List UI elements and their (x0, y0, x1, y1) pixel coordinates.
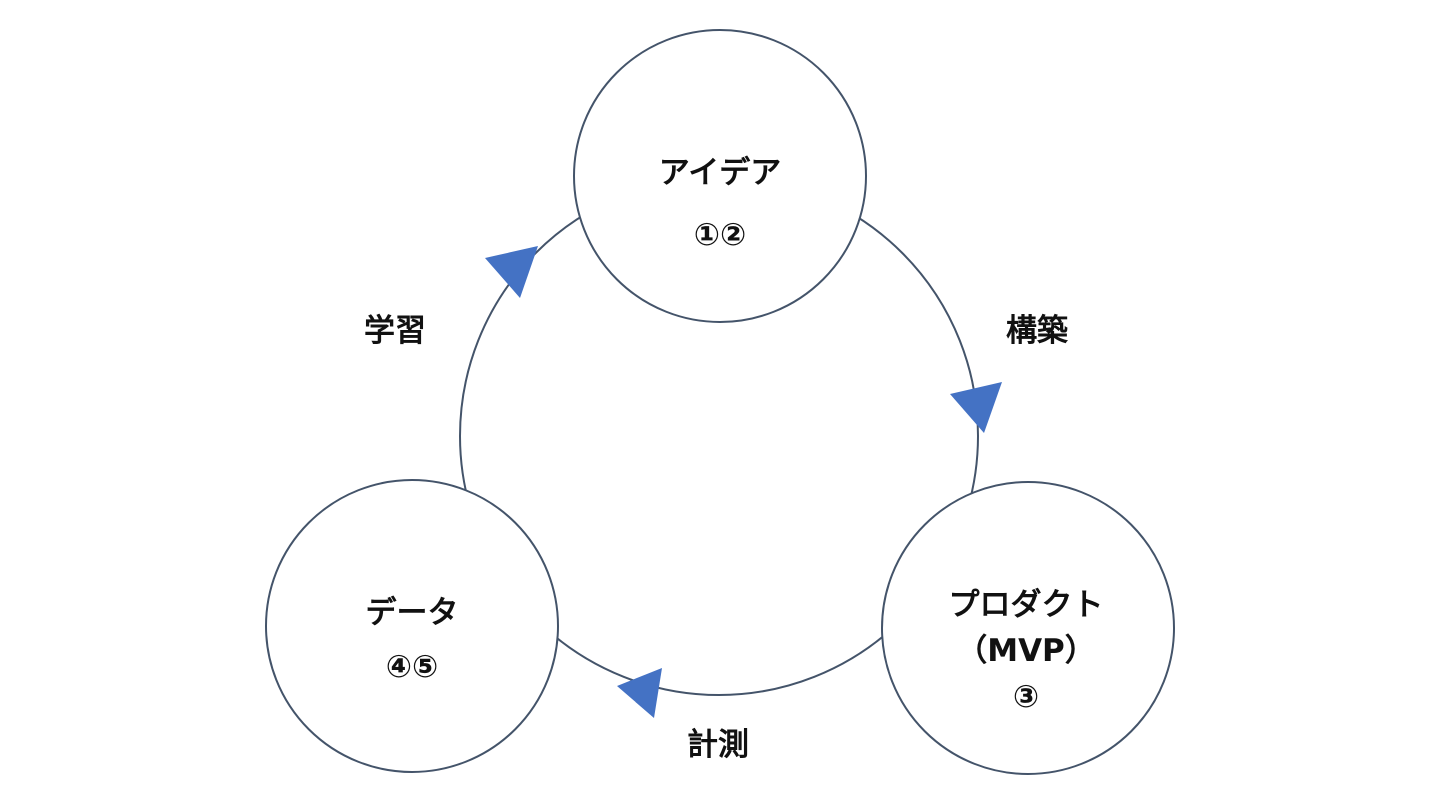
arrow-measure-icon (617, 668, 662, 718)
node-idea (573, 29, 867, 323)
arrow-learn-icon (485, 246, 538, 298)
node-product-title: プロダクト (948, 587, 1104, 623)
node-data-steps: ④⑤ (385, 649, 439, 685)
node-data-title: データ (365, 595, 459, 631)
node-idea-title: アイデア (658, 155, 782, 191)
node-idea-steps: ①② (693, 217, 747, 253)
node-product-subtitle: （MVP） (956, 633, 1096, 669)
node-data (265, 479, 559, 773)
node-product-steps: ③ (1012, 679, 1040, 715)
edge-learn-label: 学習 (364, 313, 426, 349)
edge-build-label: 構築 (1006, 313, 1068, 349)
arrow-build-icon (950, 382, 1002, 433)
edge-measure-label: 計測 (687, 727, 749, 763)
node-product (881, 481, 1175, 775)
